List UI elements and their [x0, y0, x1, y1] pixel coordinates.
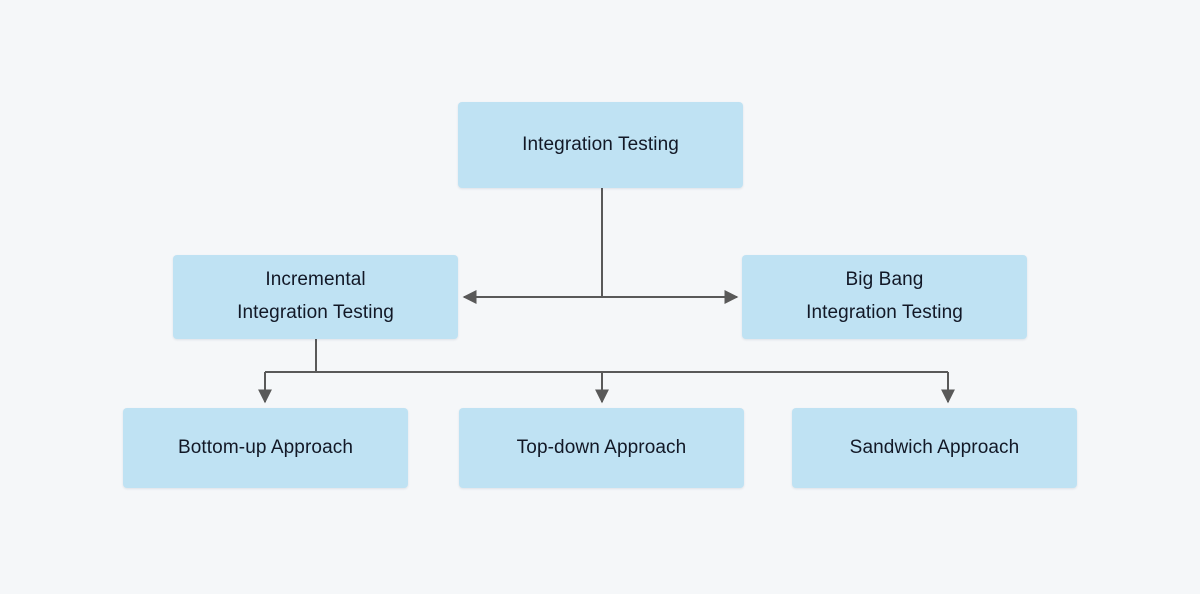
node-integration-testing[interactable]: Integration Testing — [458, 102, 743, 188]
node-label: Bottom-up Approach — [177, 436, 354, 458]
node-label: Sandwich Approach — [849, 436, 1020, 458]
node-label: Big Bang Integration Testing — [806, 269, 963, 323]
node-incremental-integration-testing[interactable]: Incremental Integration Testing — [173, 255, 458, 339]
node-bottom-up-approach[interactable]: Bottom-up Approach — [123, 408, 408, 488]
node-label: Integration Testing — [522, 133, 679, 155]
node-label: Incremental Integration Testing — [237, 269, 394, 323]
node-label: Top-down Approach — [516, 436, 687, 458]
node-big-bang-integration-testing[interactable]: Big Bang Integration Testing — [742, 255, 1027, 339]
node-sandwich-approach[interactable]: Sandwich Approach — [792, 408, 1077, 488]
node-top-down-approach[interactable]: Top-down Approach — [459, 408, 744, 488]
